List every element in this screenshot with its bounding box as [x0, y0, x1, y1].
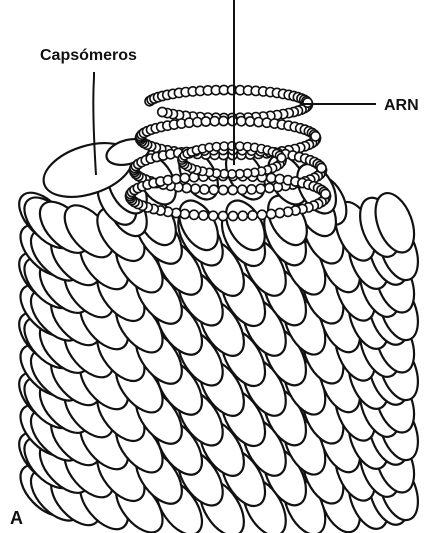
rna-bead — [189, 210, 198, 219]
panel-label: A — [10, 508, 23, 528]
rna-label: ARN — [384, 97, 419, 114]
rna-bead — [277, 154, 285, 162]
rna-bead — [210, 117, 219, 126]
rna-bead — [275, 208, 284, 217]
capsomeres-label: Capsómeros — [40, 47, 137, 64]
rna-bead — [248, 211, 257, 220]
rna-bead — [209, 211, 218, 220]
rna-bead — [219, 185, 228, 194]
rna-bead — [257, 210, 266, 219]
capsid-rod — [10, 143, 425, 533]
rna-bead — [265, 183, 274, 192]
rna-bead — [267, 209, 276, 218]
rna-bead — [180, 173, 189, 182]
rna-bead — [238, 185, 247, 194]
rna-bead — [237, 117, 246, 126]
rna-bead — [172, 174, 181, 183]
rna-bead — [317, 163, 326, 172]
rna-bead — [238, 211, 247, 220]
rna-bead — [199, 211, 208, 220]
rna-bead — [158, 107, 167, 116]
rna-bead — [228, 185, 237, 194]
rna-bead — [180, 209, 189, 218]
rna-bead — [209, 185, 218, 194]
rna-bead — [218, 211, 227, 220]
rna-bead — [228, 116, 237, 125]
rna-bead — [200, 185, 209, 194]
rna-bead — [321, 189, 330, 198]
rna-bead — [303, 98, 312, 107]
rna-bead — [219, 116, 228, 125]
rna-bead — [247, 185, 256, 194]
rna-bead — [311, 132, 320, 141]
rna-bead — [191, 184, 200, 193]
rna-bead — [201, 117, 210, 126]
rna-bead — [256, 184, 265, 193]
rna-bead — [228, 211, 237, 220]
